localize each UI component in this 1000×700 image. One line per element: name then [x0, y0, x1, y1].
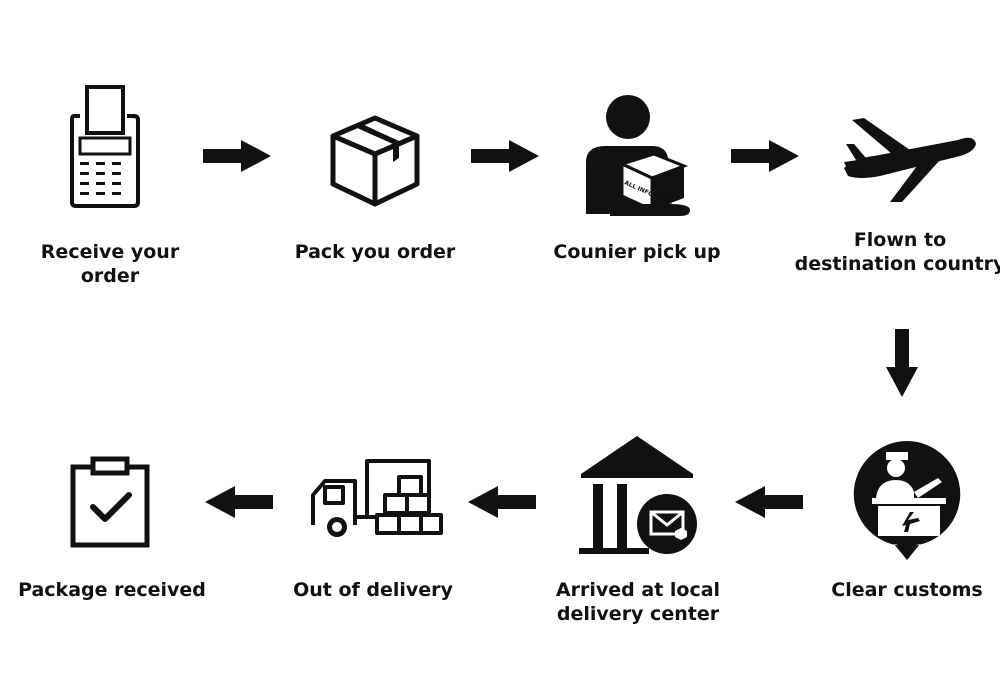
step-label-receive-order: Receive your order [40, 241, 180, 287]
courier-icon: ALL INFO STICK [586, 95, 690, 216]
step-label-pack-order: Pack you order [294, 241, 456, 263]
arrow-down-icon [886, 329, 918, 397]
step-label-courier-pickup: Counier pick up [553, 241, 721, 263]
step-label-out-of-delivery: Out of delivery [293, 579, 453, 601]
arrow-right-icon [203, 140, 271, 172]
arrow-right-icon [731, 140, 799, 172]
airplane-icon [844, 118, 976, 202]
arrow-left-icon [468, 486, 536, 518]
arrow-right-icon [471, 140, 539, 172]
box-icon [330, 115, 420, 207]
pos-terminal-icon [70, 85, 140, 208]
delivery-center-icon [579, 436, 697, 554]
customs-icon [853, 441, 961, 560]
step-label-clear-customs: Clear customs [831, 579, 983, 601]
arrow-left-icon [735, 486, 803, 518]
arrow-left-icon [205, 486, 273, 518]
step-label-package-received: Package received [18, 579, 206, 601]
step-label-arrived-delivery-center: Arrived at local delivery center [555, 579, 721, 625]
step-label-flown-destination: Flown to destination country [794, 229, 1000, 275]
clipboard-check-icon [70, 456, 150, 548]
truck-icon [311, 459, 443, 537]
